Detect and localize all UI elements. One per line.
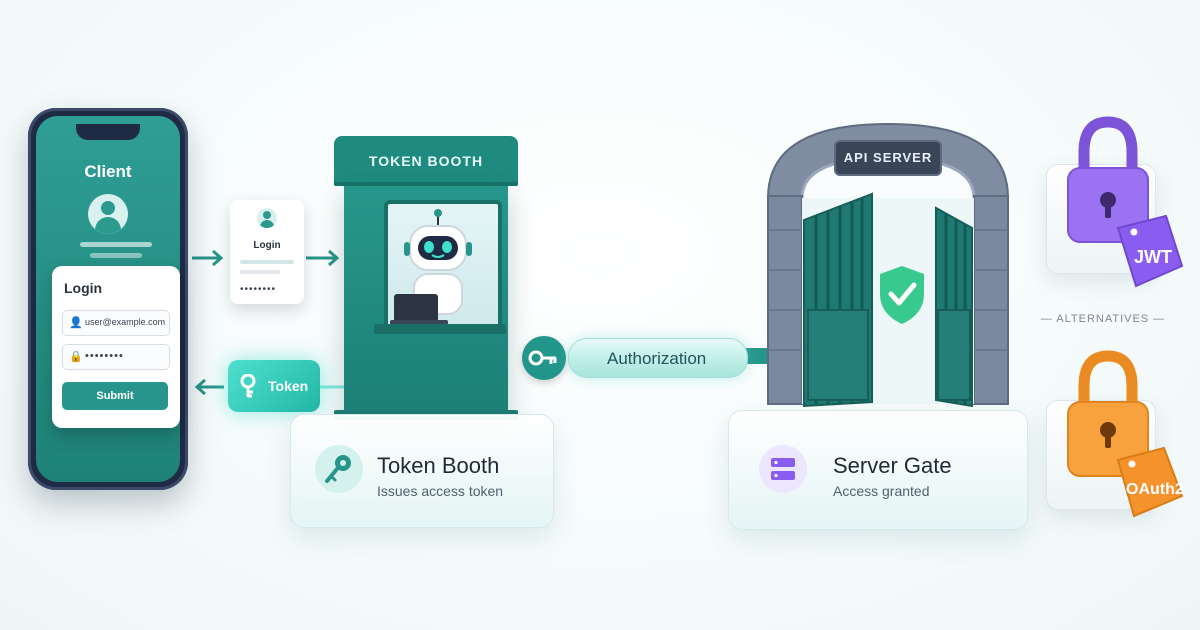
mini-password-value: •••••••• xyxy=(240,284,277,295)
oauth2-lock: OAuth2 xyxy=(1067,350,1184,518)
key-icon xyxy=(325,455,351,483)
server-icon xyxy=(771,458,795,480)
user-icon: 👤 xyxy=(69,317,83,329)
login-form-card: Login 👤 user@example.com 🔒 •••••••• Subm… xyxy=(52,266,180,428)
client-title: Client xyxy=(84,162,132,181)
placeholder-bar xyxy=(80,242,152,247)
token-chip: Token xyxy=(228,360,320,412)
mini-login-title: Login xyxy=(253,240,281,251)
authorization-label: Authorization xyxy=(607,349,707,368)
token-booth-sign: TOKEN BOOTH xyxy=(334,136,518,186)
authorization-key-badge xyxy=(522,336,566,380)
server-gate-card-title: Server Gate xyxy=(833,453,952,478)
token-booth-card-title: Token Booth xyxy=(377,453,500,478)
token-booth-sign-text: TOKEN BOOTH xyxy=(368,153,484,169)
lock-icon: 🔒 xyxy=(69,351,83,363)
email-value: user@example.com xyxy=(85,317,166,327)
alternatives-label: — ALTERNATIVES — xyxy=(1040,313,1166,325)
oauth2-padlock-icon xyxy=(1078,350,1138,414)
client-avatar-icon xyxy=(88,194,128,234)
submit-button[interactable]: Submit xyxy=(62,382,168,410)
api-server-sign: API SERVER xyxy=(834,140,942,176)
booth-window xyxy=(384,200,502,330)
arrow-login-to-booth xyxy=(306,249,340,267)
password-field[interactable]: 🔒 •••••••• xyxy=(62,344,170,370)
jwt-padlock-icon xyxy=(1078,116,1138,180)
email-field[interactable]: 👤 user@example.com xyxy=(62,310,170,336)
phone-notch xyxy=(76,124,140,140)
shield-check-icon xyxy=(880,266,924,324)
token-booth-card-subtitle: Issues access token xyxy=(377,483,504,499)
server-gate-card-icon-bg xyxy=(759,445,807,493)
authorization-pipe: Authorization xyxy=(568,338,748,378)
login-form-title: Login xyxy=(64,280,103,296)
arrow-client-to-login xyxy=(192,249,224,267)
placeholder-bar xyxy=(90,253,142,258)
token-label: Token xyxy=(268,378,309,394)
token-booth-card: Token Booth Issues access token xyxy=(290,414,554,528)
placeholder-bar xyxy=(240,270,280,274)
token-booth-card-icon-bg xyxy=(315,445,363,493)
mini-avatar-icon xyxy=(257,208,277,228)
api-server-sign-text: API SERVER xyxy=(843,150,933,165)
server-gate-card-subtitle: Access granted xyxy=(833,483,930,499)
oauth2-tag-label: OAuth2 xyxy=(1126,481,1184,498)
placeholder-bar xyxy=(240,260,294,264)
server-gate-card: Server Gate Access granted xyxy=(728,410,1028,530)
booth-counter xyxy=(374,324,506,334)
password-value: •••••••• xyxy=(85,350,124,362)
key-icon xyxy=(528,350,557,366)
token-booth xyxy=(344,186,508,414)
jwt-lock: JWT xyxy=(1067,116,1184,288)
api-server-gate xyxy=(766,122,1010,408)
arrow-token-to-client xyxy=(194,378,224,396)
mini-login-card: Login •••••••• xyxy=(230,200,304,304)
robot-icon xyxy=(390,209,472,325)
key-icon xyxy=(240,374,256,398)
jwt-tag-label: JWT xyxy=(1134,247,1172,267)
